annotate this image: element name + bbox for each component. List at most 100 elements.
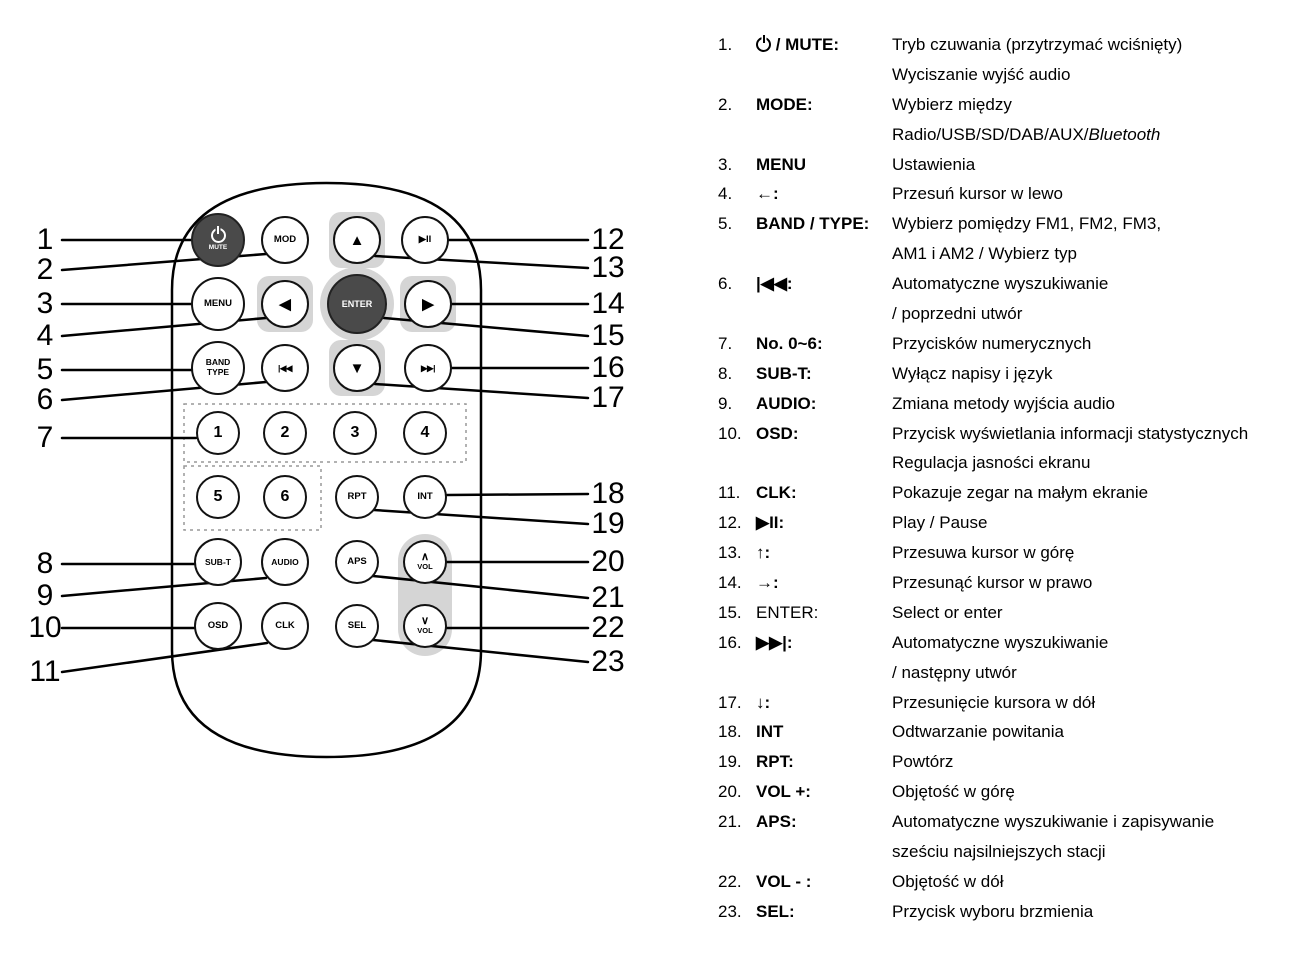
cursor-left-button[interactable]: ◀ (261, 280, 309, 328)
legend-item-number: 16. (718, 632, 742, 652)
legend-item-number: 17. (718, 692, 742, 712)
audio-button[interactable]: AUDIO (261, 538, 309, 586)
callout-number-22: 22 (591, 611, 625, 644)
cursor-down-button[interactable]: ▼ (333, 344, 381, 392)
legend-row: 14.→:Przesunąć kursor w prawo (718, 568, 1283, 598)
num-2-button[interactable]: 2 (263, 411, 307, 455)
legend: 1. / MUTE:Tryb czuwania (przytrzymać wci… (718, 30, 1283, 927)
aps-button[interactable]: APS (335, 540, 379, 584)
osd-button[interactable]: OSD (194, 602, 242, 650)
legend-term: ↓: (756, 692, 771, 712)
legend-term: SUB-T: (756, 363, 812, 383)
legend-description: Powtórz (892, 752, 954, 772)
sub-t-label: SUB-T (205, 556, 231, 567)
legend-term: VOL +: (756, 782, 811, 802)
legend-row: 20.VOL +:Objętość w górę (718, 777, 1283, 807)
num-1-label: 1 (213, 424, 223, 441)
enter-button[interactable]: ENTER (327, 274, 387, 334)
legend-row: 4. ←: Przesuń kursor w lewo (718, 179, 1283, 209)
callout-number-5: 5 (36, 353, 54, 386)
band-type-label: BAND (205, 357, 231, 368)
legend-term: ▶II: (756, 513, 785, 533)
num-4-label: 4 (420, 424, 430, 441)
legend-description: Przycisk wyboru brzmienia (892, 901, 1094, 921)
legend-item-number: 20. (718, 782, 742, 802)
mod-button[interactable]: MOD (261, 216, 309, 264)
legend-item-number: 2. (718, 94, 733, 114)
num-6-label: 6 (280, 488, 290, 505)
callout-number-3: 3 (36, 287, 54, 320)
legend-item-number: 10. (718, 423, 742, 443)
up-arrow-icon: ▲ (349, 231, 365, 249)
vol-down-button[interactable]: ∨VOL (403, 604, 447, 648)
cursor-right-button[interactable]: ▶ (404, 280, 452, 328)
legend-description: Play / Pause (892, 513, 988, 533)
menu-label: MENU (204, 298, 232, 310)
sel-label: SEL (347, 620, 367, 632)
num-6-button[interactable]: 6 (263, 475, 307, 519)
legend-term: ENTER: (756, 602, 819, 622)
sub-t-button[interactable]: SUB-T (194, 538, 242, 586)
legend-description: Przycisk wyświetlania informacji statyst… (892, 423, 1249, 443)
num-3-label: 3 (350, 424, 360, 441)
clk-button[interactable]: CLK (261, 602, 309, 650)
menu-button[interactable]: MENU (191, 277, 245, 331)
num-1-button[interactable]: 1 (196, 411, 240, 455)
num-5-button[interactable]: 5 (196, 475, 240, 519)
legend-description: Automatyczne wyszukiwanie (892, 632, 1109, 652)
legend-description: Wybierz pomiędzy FM1, FM2, FM3, (892, 214, 1162, 234)
legend-item-number: 4. (718, 184, 733, 204)
left-arrow-icon: ◀ (279, 295, 291, 313)
legend-item-number: 13. (718, 543, 742, 563)
legend-item-number: 3. (718, 154, 733, 174)
legend-term: ▶▶|: (756, 632, 793, 652)
power-mute-button[interactable]: MUTE (191, 213, 245, 267)
sel-button[interactable]: SEL (335, 604, 379, 648)
callout-number-16: 16 (591, 351, 625, 384)
legend-row: 11.CLK:Pokazuje zegar na małym ekranie (718, 478, 1283, 508)
callout-number-19: 19 (591, 507, 625, 540)
legend-row: 5.BAND / TYPE:Wybierz pomiędzy FM1, FM2,… (718, 209, 1283, 239)
legend-description: Ustawienia (892, 154, 976, 174)
legend-item-number: 22. (718, 871, 742, 891)
legend-description: Select or enter (892, 602, 1003, 622)
power-mute-label: MUTE (208, 244, 228, 252)
play-pause-button[interactable]: ▶II (401, 216, 449, 264)
legend-description: sześciu najsilniejszych stacji (892, 841, 1106, 861)
legend-description: Wyłącz napisy i język (892, 363, 1053, 383)
legend-description: Odtwarzanie powitania (892, 722, 1064, 742)
legend-description: Przesuń kursor w lewo (892, 184, 1064, 204)
num-3-button[interactable]: 3 (333, 411, 377, 455)
num-4-button[interactable]: 4 (403, 411, 447, 455)
prev-track-button[interactable]: |◀◀ (261, 344, 309, 392)
callout-number-7: 7 (36, 421, 54, 454)
callout-number-15: 15 (591, 319, 625, 352)
num-2-label: 2 (280, 424, 290, 441)
rpt-button[interactable]: RPT (335, 475, 379, 519)
play-pause-icon: ▶II (418, 234, 432, 246)
callout-number-6: 6 (36, 383, 54, 416)
int-button[interactable]: INT (403, 475, 447, 519)
vol-up-button[interactable]: ∧VOL (403, 540, 447, 584)
next-track-button[interactable]: ▶▶| (404, 344, 452, 392)
legend-description: Przesuwa kursor w górę (892, 543, 1075, 563)
callout-number-2: 2 (36, 253, 54, 286)
legend-description: Wybierz między (892, 94, 1012, 114)
power-icon (756, 36, 771, 52)
callout-number-13: 13 (591, 251, 625, 284)
legend-description: Przesunąć kursor w prawo (892, 572, 1093, 592)
rpt-label: RPT (347, 491, 367, 503)
cursor-up-button[interactable]: ▲ (333, 216, 381, 264)
legend-item-number: 1. (718, 34, 733, 54)
legend-description: Radio/USB/SD/DAB/AUX/Bluetooth (892, 124, 1161, 144)
vol-up-label: VOL (417, 562, 433, 572)
callout-number-12: 12 (591, 223, 625, 256)
legend-term: No. 0~6: (756, 333, 823, 353)
legend-term: AUDIO: (756, 393, 817, 413)
legend-description: Zmiana metody wyjścia audio (892, 393, 1115, 413)
legend-term: ←: (756, 184, 779, 204)
legend-item-number: 12. (718, 513, 742, 533)
